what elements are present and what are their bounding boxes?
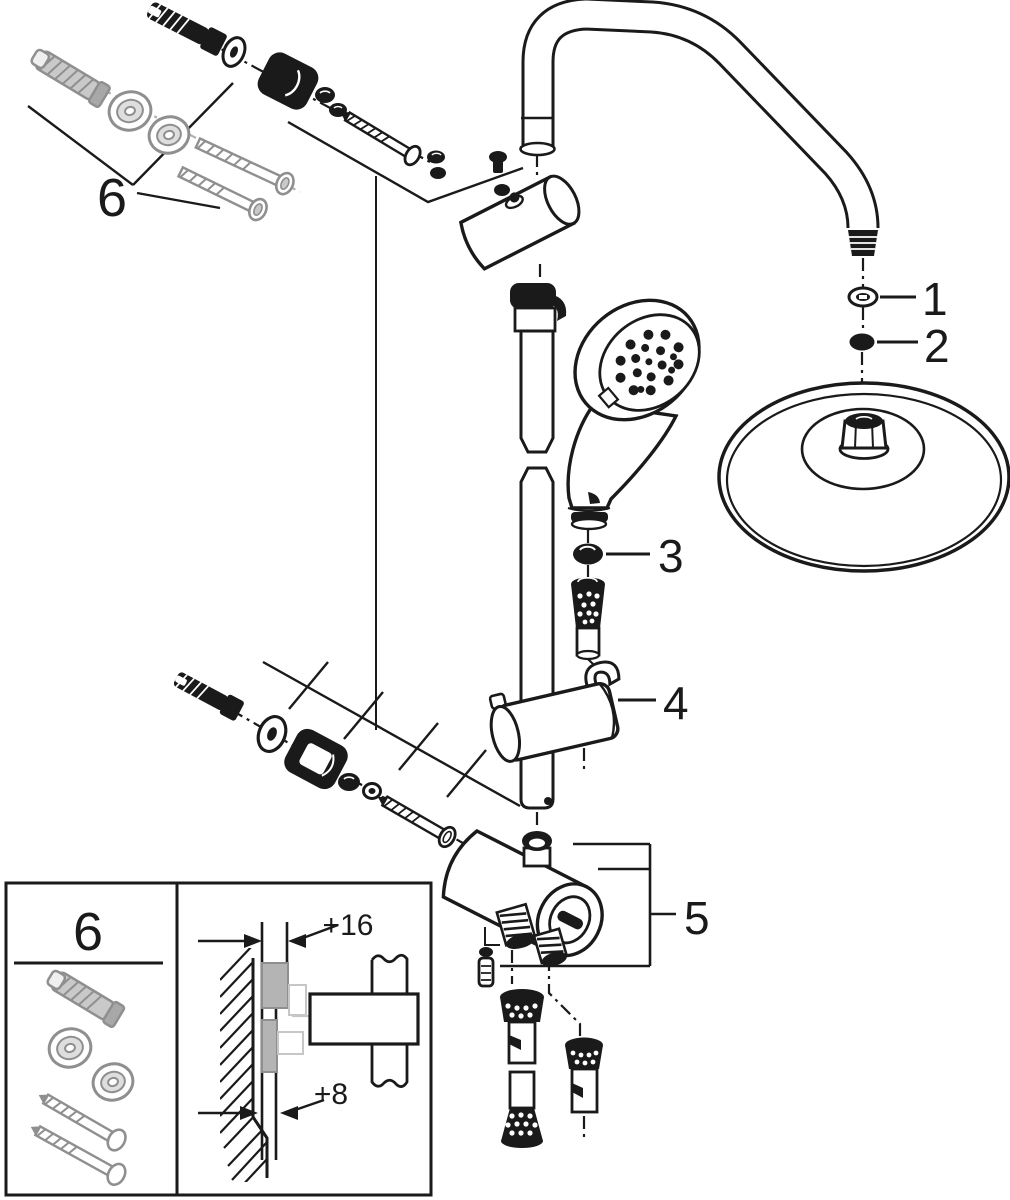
leader-5-bracket [500,842,676,968]
threaded-bolt [146,2,227,56]
spacer-ghost [277,1031,304,1055]
valve-selector-slot [557,910,584,930]
head-connector-nut [838,413,890,460]
callout-5: 5 [684,892,710,944]
ladder-tick [446,749,487,798]
washer [256,715,288,753]
washer [221,36,247,68]
arm-fill [524,0,877,229]
dimension-top [198,923,339,948]
bracket-screw [489,151,510,196]
axis-hoses [510,950,586,1138]
installation-detail [198,922,420,1182]
upper-bracket-hardware [146,2,446,179]
arm-threaded-tip [848,230,878,256]
shower-arm [519,0,880,256]
hose-end-knurl [505,1112,538,1136]
handle-collar [567,506,611,531]
axis-rail-top [535,154,542,282]
callout-1: 1 [922,273,948,325]
rail-cross-section [308,953,420,1088]
leader-valve-screw [484,927,500,946]
spacer-disc [91,1062,135,1102]
leader-ladder-main [262,660,521,808]
valve-inlet-nut [522,831,552,868]
hand-shower [566,298,701,531]
leader-v [287,120,524,204]
ladder-tick [398,722,439,771]
wall-screw [194,136,295,196]
wall-hatching [220,948,267,1182]
lower-bracket-hardware [173,672,457,849]
cone-knurl [577,591,600,625]
wall-screw [30,1124,127,1187]
bracket-body-section [308,992,420,1046]
arm-cuff-rim [519,141,556,157]
head-washer [847,286,879,308]
shower-hose-right [565,1037,603,1114]
threaded-bolt [173,672,244,721]
dim-plus16: +16 [323,909,374,942]
callout-2: 2 [924,320,950,372]
ladder-tick [288,661,329,710]
wall-anchor [46,969,126,1028]
head-o-ring [849,333,875,351]
hose-nut-knurl [505,1003,538,1019]
inset-box [4,881,433,1197]
long-screw [340,110,422,167]
upper-wall-bracket [458,151,581,271]
long-screw [377,795,457,849]
wall-anchor-set-top [30,48,295,222]
spacer-section [261,962,289,1009]
shower-hose-left [500,989,544,1148]
head-button [597,386,620,409]
wall-screw [176,165,268,222]
leader-6c [136,191,221,210]
wall-face-line [251,958,269,1178]
inset-label-6: 6 [73,902,103,962]
valve-outlet [495,902,537,950]
hand-shower-head [573,298,701,422]
small-washer [362,782,382,800]
callout-3: 3 [658,530,684,582]
spacer-disc [147,115,191,155]
spacer-section [261,1019,278,1073]
wall-anchor [30,48,111,108]
spacer-disc [47,1027,93,1069]
valve-outlet [532,927,569,967]
dim-plus8: +8 [314,1078,348,1111]
rain-shower-head [717,381,1010,573]
callout-6: 6 [97,168,127,228]
leader-6a [27,105,134,186]
callout-4: 4 [663,677,689,729]
mounting-knob [284,728,348,790]
diverter-valve [441,828,604,988]
rail-end-detail [544,797,552,805]
hose-nut-knurl [570,1050,599,1066]
hose-cone-connector [571,576,605,661]
rail-upper-segment [519,329,555,454]
valve-screw [477,947,495,988]
hose-seal [573,543,603,565]
handle-clip [588,492,600,504]
spacer-disc [107,90,153,132]
slider-holder [488,660,621,763]
inset-hardware [30,969,135,1187]
ladder-tick [343,691,384,740]
dimension-bottom [198,1098,325,1120]
mounting-knob [257,52,319,110]
set-screws [427,150,446,179]
lock-nut [338,773,360,791]
spray-nozzles [615,329,684,396]
wall-screw [38,1093,127,1152]
